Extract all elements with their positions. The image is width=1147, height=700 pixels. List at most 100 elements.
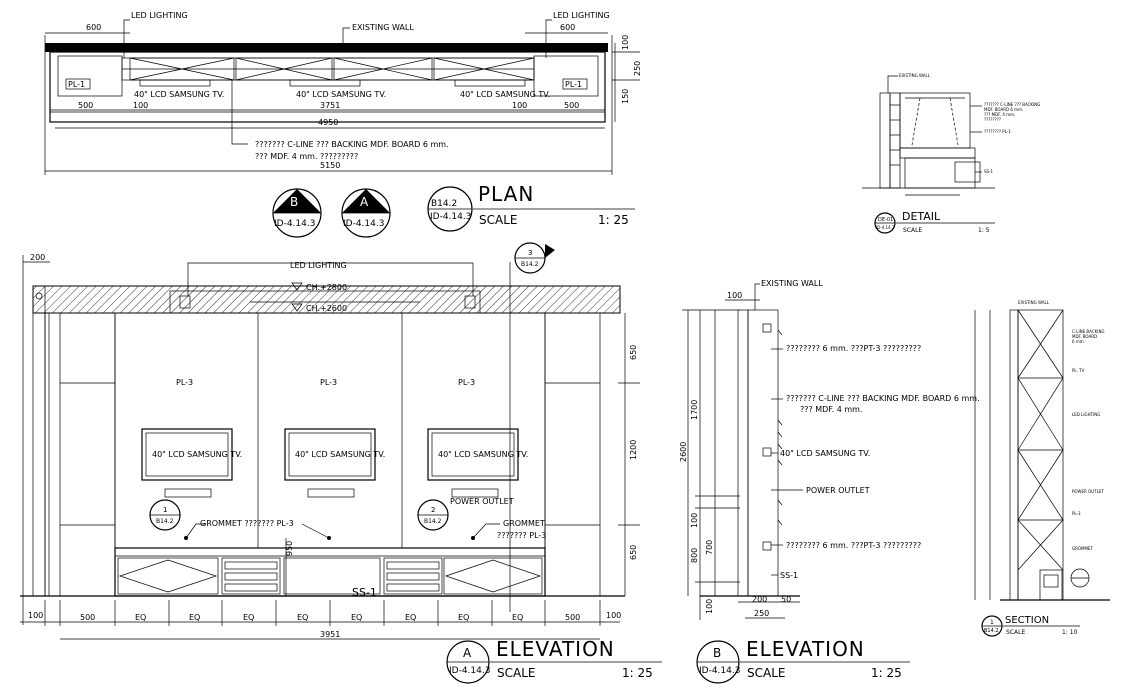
elev-a-dim-eq-5: EQ bbox=[351, 613, 362, 622]
elev-a-callout-2: 2 B14.2 bbox=[417, 499, 449, 531]
elev-b-note-cline-1: ??????? C-LINE ??? BACKING MDF. BOARD 6 … bbox=[786, 394, 980, 403]
plan-led-lighting-right: LED LIGHTING bbox=[553, 11, 610, 20]
plan-dim-5150: 5150 bbox=[320, 161, 340, 170]
elev-a-tv-3: 40" LCD SAMSUNG TV. bbox=[427, 428, 528, 481]
elev-a-ch-2800: CH.+2800 bbox=[306, 283, 347, 292]
elev-b-dim-100-bot: 100 bbox=[705, 599, 714, 614]
section-scale-label: SCALE bbox=[1006, 629, 1025, 636]
plan-note-line1: ??????? C-LINE ??? BACKING MDF. BOARD 6 … bbox=[255, 140, 449, 149]
elev-a-dim-500-left: 500 bbox=[80, 613, 95, 622]
elev-a-dim-200: 200 bbox=[30, 253, 45, 262]
elev-a-tv-1: 40" LCD SAMSUNG TV. bbox=[141, 428, 242, 481]
detail-existing-wall: EXISTING WALL bbox=[899, 73, 931, 78]
elev-a-pl3-3: PL-3 bbox=[458, 378, 475, 387]
elev-b-title-block: B ID-4.14.3 ELEVATION SCALE 1: 25 bbox=[696, 637, 910, 684]
elev-b-tv: 40" LCD SAMSUNG TV. bbox=[780, 449, 870, 458]
elev-a-scale-value: 1: 25 bbox=[622, 666, 653, 680]
elev-a-ch-2600: CH.+2600 bbox=[306, 304, 347, 313]
elev-b-dim-2600: 2600 bbox=[679, 442, 688, 462]
plan-dim-100: 100 bbox=[621, 35, 630, 50]
plan-dim-100-right: 100 bbox=[512, 101, 527, 110]
elev-a-dim-eq-8: EQ bbox=[512, 613, 523, 622]
plan-existing-wall-label: EXISTING WALL bbox=[352, 23, 414, 32]
plan-dim-150: 150 bbox=[621, 89, 630, 104]
elev-b-dim-700: 700 bbox=[705, 540, 714, 555]
elev-b-note-pt3-top: ???????? 6 mm. ???PT-3 ????????? bbox=[786, 344, 921, 353]
section-note-3: 6 mm. bbox=[1072, 339, 1085, 344]
plan-dim-100-left: 100 bbox=[133, 101, 148, 110]
detail-title: DETAIL bbox=[902, 210, 941, 223]
elev-a-dim-100-left: 100 bbox=[28, 611, 43, 620]
elev-b-title: ELEVATION bbox=[746, 637, 865, 661]
elev-a-dim-3951: 3951 bbox=[320, 630, 340, 639]
elev-a-base-cabinet bbox=[114, 547, 546, 597]
elev-a-dim-eq-1: EQ bbox=[135, 613, 146, 622]
plan-note-line2: ??? MDF. 4 mm. ????????? bbox=[255, 152, 358, 161]
plan-title: PLAN bbox=[478, 182, 534, 206]
elev-b-existing-wall: EXISTING WALL bbox=[761, 279, 823, 288]
plan-scale-label: SCALE bbox=[479, 213, 517, 227]
elev-b-scale-value: 1: 25 bbox=[871, 666, 902, 680]
detail-note4: ???????? bbox=[984, 117, 1001, 122]
detail-note1: ??????? C-LINE ??? BACKING bbox=[984, 102, 1040, 107]
plan-tv-label-2: 40" LCD SAMSUNG TV. bbox=[296, 90, 386, 99]
elev-b-scale-label: SCALE bbox=[747, 666, 785, 680]
elev-a-callout-1: 1 B14.2 bbox=[149, 499, 181, 531]
plan-callout-b-ref: ID-4.14.3 bbox=[274, 219, 315, 229]
elev-a-tv-label-2: 40" LCD SAMSUNG TV. bbox=[295, 450, 385, 459]
elev-a-led-lighting: LED LIGHTING bbox=[290, 261, 347, 270]
elev-b-dim-200: 200 bbox=[752, 595, 767, 604]
elev-a-dim-500-right: 500 bbox=[565, 613, 580, 622]
plan-title-callout-ref: ID-4.14.3 bbox=[430, 212, 471, 222]
elev-b-note-cline-2: ??? MDF. 4 mm. bbox=[800, 405, 863, 414]
plan-dim-4950: 4950 bbox=[318, 118, 338, 127]
elev-a-wood-panel-right bbox=[544, 312, 601, 597]
elev-a-dim-eq-4: EQ bbox=[297, 613, 308, 622]
elev-a-title: ELEVATION bbox=[496, 637, 615, 661]
elevation-a-view: 200 LED LIGHTING CH.+2800 CH.+2600 PL-3 … bbox=[20, 242, 662, 684]
section-existing-wall: EXISTING WALL bbox=[1018, 300, 1050, 305]
elev-a-callout-letter: A bbox=[463, 646, 472, 660]
elev-a-callout-2-ref: B14.2 bbox=[424, 518, 442, 525]
plan-existing-wall bbox=[45, 43, 608, 52]
plan-dim-600-right: 600 bbox=[560, 23, 575, 32]
detail-callout-ref: ID-4.14.3 bbox=[876, 225, 895, 230]
detail-ss: SS-1 bbox=[984, 169, 994, 174]
section-note-6: POWER OUTLET bbox=[1072, 489, 1104, 494]
plan-dim-500-right: 500 bbox=[564, 101, 579, 110]
section-view: EXISTING WALL C-LINE BACKING MDF. BOARD … bbox=[974, 300, 1110, 637]
detail-scale-value: 1: 5 bbox=[978, 227, 990, 234]
elev-a-dim-eq-3: EQ bbox=[243, 613, 254, 622]
section-note-8: GROMMET bbox=[1072, 546, 1093, 551]
elev-a-dim-eq-2: EQ bbox=[189, 613, 200, 622]
elev-a-dim-650-bot: 650 bbox=[629, 545, 638, 560]
section-scale-value: 1: 10 bbox=[1062, 629, 1078, 636]
elev-a-scale-label: SCALE bbox=[497, 666, 535, 680]
detail-note2: MDF. BOARD 6 mm. bbox=[984, 107, 1023, 112]
elev-a-grommet-right-2: ??????? PL-3 bbox=[497, 531, 546, 540]
elev-a-dim-650-top: 650 bbox=[629, 345, 638, 360]
elev-b-dim-50: 50 bbox=[781, 595, 791, 604]
elev-a-dim-eq-7: EQ bbox=[458, 613, 469, 622]
elev-a-dim-950: 950 bbox=[285, 541, 294, 556]
section-title-block: 1 B14.2 SECTION SCALE 1: 10 bbox=[981, 615, 1080, 637]
detail-callout-top: DE-01 bbox=[878, 217, 893, 223]
elev-a-grommet-right-1: GROMMET bbox=[503, 519, 545, 528]
plan-led-lighting-left: LED LIGHTING bbox=[131, 11, 188, 20]
plan-pl1-right: PL-1 bbox=[565, 80, 582, 89]
section-note-2: MDF. BOARD bbox=[1072, 334, 1097, 339]
section-note-1: C-LINE BACKING bbox=[1072, 329, 1105, 334]
elev-b-dim-1700: 1700 bbox=[690, 400, 699, 420]
plan-tv-label-3: 40" LCD SAMSUNG TV. bbox=[460, 90, 550, 99]
elev-b-dim-100-top: 100 bbox=[727, 291, 742, 300]
plan-callout-b: B ID-4.14.3 bbox=[272, 188, 322, 238]
plan-title-block: B14.2 ID-4.14.3 PLAN SCALE 1: 25 bbox=[427, 182, 635, 232]
section-callout-top: 1 bbox=[990, 619, 994, 626]
elevation-b-view: EXISTING WALL 100 1700 2600 100 700 800 … bbox=[679, 279, 980, 684]
elev-a-callout-3-top: 3 bbox=[528, 249, 532, 257]
section-note-4: PL. TV bbox=[1072, 368, 1085, 373]
plan-dim-600-left: 600 bbox=[86, 23, 101, 32]
plan-title-callout-top: B14.2 bbox=[431, 199, 457, 209]
section-note-5: LED LIGHTING bbox=[1072, 412, 1100, 417]
